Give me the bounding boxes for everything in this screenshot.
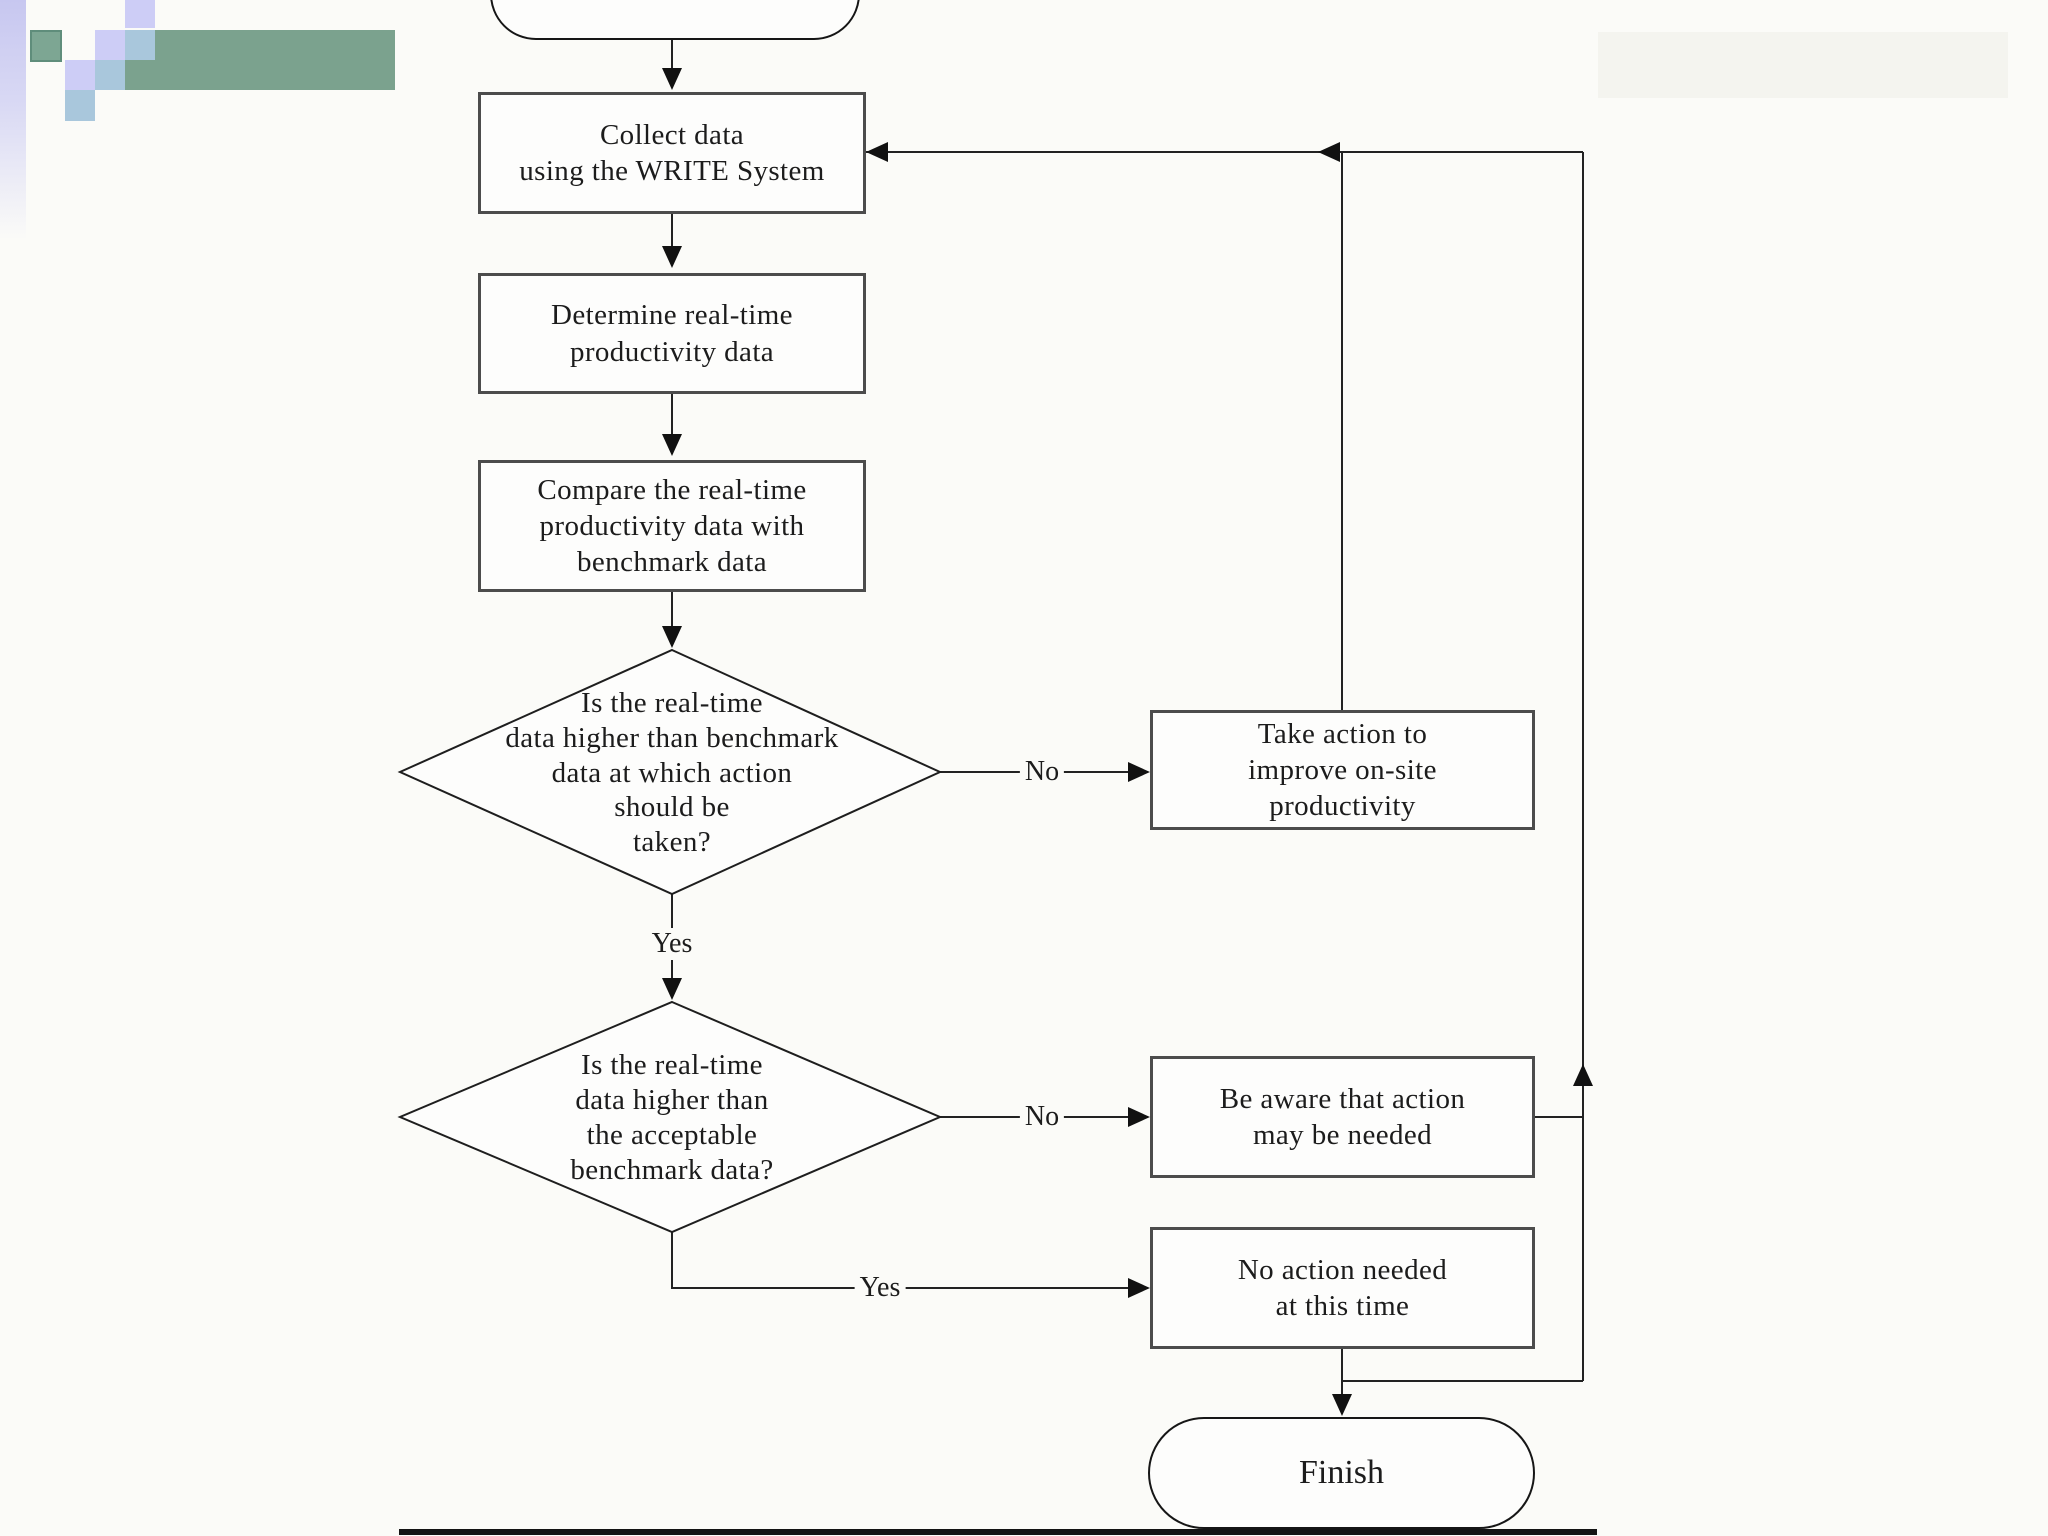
decision2-no-label: No	[1019, 1101, 1065, 1133]
decoration-green-bar-lower	[125, 60, 395, 90]
take-action-box: Take action to improve on-site productiv…	[1150, 710, 1535, 830]
decision1-text: Is the real-time data higher than benchm…	[505, 687, 839, 859]
decoration-lavender-square	[95, 30, 125, 60]
decision2-diamond	[397, 1000, 943, 1234]
decoration-blue-square	[95, 60, 125, 90]
compare-data-label: Compare the real-time productivity data …	[537, 473, 807, 579]
decision1-diamond	[397, 648, 943, 896]
collect-data-label: Collect data using the WRITE System	[519, 118, 825, 187]
slide-bottom-rule	[399, 1529, 1597, 1535]
decision1-yes-label: Yes	[646, 928, 698, 960]
decoration-lavender-square	[65, 60, 95, 90]
decoration-lavender-gradient-strip	[0, 0, 26, 300]
be-aware-box: Be aware that action may be needed	[1150, 1056, 1535, 1178]
decoration-lavender-square	[125, 0, 155, 28]
decoration-topright-band	[1598, 32, 2008, 98]
no-action-label: No action needed at this time	[1237, 1253, 1448, 1322]
take-action-label: Take action to improve on-site productiv…	[1248, 717, 1437, 823]
decision1-no-label: No	[1019, 756, 1065, 788]
start-terminator	[490, 0, 860, 40]
decoration-green-square	[30, 30, 62, 62]
decision2-text: Is the real-time data higher than the ac…	[570, 1049, 774, 1186]
decoration-blue-square	[125, 30, 155, 60]
decision2-yes-label: Yes	[854, 1272, 906, 1304]
collect-data-box: Collect data using the WRITE System	[478, 92, 866, 214]
be-aware-label: Be aware that action may be needed	[1219, 1082, 1466, 1151]
finish-label: Finish	[1298, 1454, 1385, 1491]
determine-productivity-label: Determine real-time productivity data	[551, 299, 793, 368]
decoration-blue-square	[65, 90, 95, 121]
decoration-green-bar-upper	[155, 30, 395, 60]
compare-data-box: Compare the real-time productivity data …	[478, 460, 866, 592]
determine-productivity-box: Determine real-time productivity data	[478, 273, 866, 394]
finish-terminator: Finish	[1148, 1417, 1535, 1529]
no-action-box: No action needed at this time	[1150, 1227, 1535, 1349]
